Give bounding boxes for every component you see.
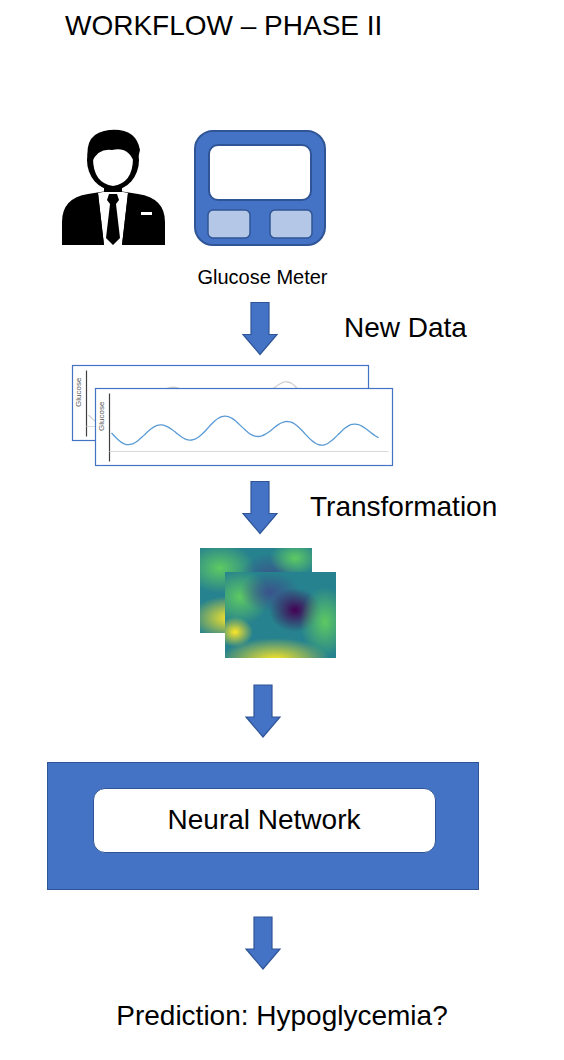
chart-shape — [72, 365, 394, 467]
meter-button — [270, 210, 312, 238]
network-box: Neural Network — [93, 788, 436, 853]
scalogram-stack — [200, 548, 336, 660]
block-arrow — [246, 685, 280, 737]
prediction-output: Prediction: Hypoglycemia? — [40, 996, 524, 1036]
meter-body — [195, 131, 325, 245]
glucose-curve — [112, 416, 379, 445]
axis-label: Glucose — [74, 378, 83, 407]
network-band: Neural Network — [47, 762, 479, 890]
arrow-label: Transformation — [308, 491, 499, 523]
prediction-text: Prediction: Hypoglycemia? — [40, 1000, 524, 1032]
scalogram-image — [200, 548, 312, 633]
glucose-meter: Glucose Meter — [175, 130, 350, 292]
scalogram-image — [225, 572, 336, 658]
chart-frame — [96, 389, 393, 466]
meter-button — [208, 210, 250, 238]
device-label: Glucose Meter — [175, 266, 350, 289]
block-arrow — [246, 917, 280, 969]
arrow-label: New Data — [342, 312, 469, 344]
diagram-title: WORKFLOW – PHASE II — [65, 10, 382, 42]
meter-screen — [209, 145, 311, 200]
block-arrow — [243, 303, 277, 355]
network-label: Neural Network — [168, 804, 361, 836]
person-icon — [62, 130, 165, 245]
glucose-chart-stack: GlucoseGlucose — [72, 365, 394, 467]
axis-label: Glucose — [97, 402, 106, 431]
block-arrow — [243, 482, 277, 534]
chart-baseline — [110, 451, 389, 452]
heat-shape — [200, 548, 336, 660]
